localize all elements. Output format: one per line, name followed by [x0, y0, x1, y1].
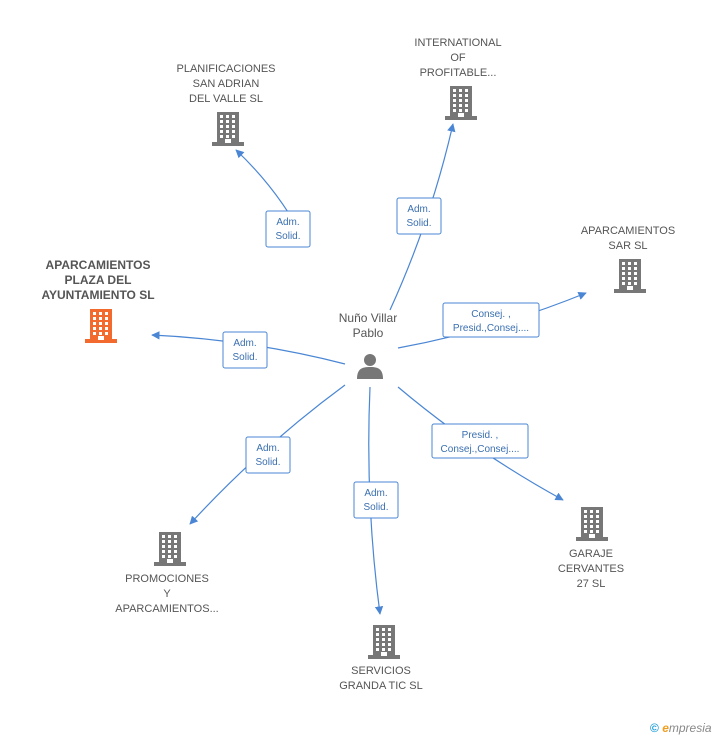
edge-label-planificaciones[interactable]: Adm. Solid.: [265, 210, 311, 248]
edge-label-international[interactable]: Adm. Solid.: [396, 197, 442, 235]
company-node-garaje-cervantes[interactable]: GARAJE CERVANTES 27 SL: [558, 507, 624, 590]
building-icon[interactable]: [368, 625, 400, 659]
company-label[interactable]: OF: [450, 52, 466, 64]
company-label[interactable]: SAR SL: [608, 240, 647, 252]
edge-label-box: [265, 210, 311, 248]
company-label[interactable]: APARCAMIENTOS...: [115, 603, 219, 615]
company-label[interactable]: AYUNTAMIENTO SL: [41, 288, 154, 302]
company-node-aparcamientos-sar[interactable]: APARCAMIENTOS SAR SL: [581, 225, 675, 293]
copyright-icon: ©: [650, 721, 659, 735]
edge-label-text: Presid.,Consej....: [453, 323, 529, 334]
person-icon: [357, 354, 383, 379]
edge-label-servicios-granda[interactable]: Adm. Solid.: [353, 481, 399, 519]
brand-name: mpresia: [668, 721, 712, 735]
footer-brand: © empresia: [650, 721, 712, 735]
company-label[interactable]: 27 SL: [577, 578, 606, 590]
company-node-international[interactable]: INTERNATIONAL OF PROFITABLE...: [414, 37, 502, 120]
building-icon[interactable]: [576, 507, 608, 541]
building-icon[interactable]: [445, 86, 477, 120]
building-icon[interactable]: [85, 309, 117, 343]
company-label[interactable]: SERVICIOS: [351, 665, 411, 677]
edge-label-aparcamientos-sar[interactable]: Consej. , Presid.,Consej....: [442, 302, 540, 338]
company-label[interactable]: APARCAMIENTOS: [46, 258, 151, 272]
edge-label-text: Consej. ,: [471, 309, 510, 320]
edge-label-text: Solid.: [275, 231, 300, 242]
company-label[interactable]: GRANDA TIC SL: [339, 680, 423, 692]
building-icon[interactable]: [614, 259, 646, 293]
company-label[interactable]: DEL VALLE SL: [189, 93, 263, 105]
edge-label-text: Solid.: [232, 352, 257, 363]
company-node-promociones[interactable]: PROMOCIONES Y APARCAMIENTOS...: [115, 532, 219, 615]
building-icon[interactable]: [212, 112, 244, 146]
company-label[interactable]: CERVANTES: [558, 563, 624, 575]
edge-label-text: Adm.: [256, 443, 279, 454]
edge-label-promociones[interactable]: Adm. Solid.: [245, 436, 291, 474]
brand-initial: e: [662, 721, 669, 735]
edge-label-box: [431, 423, 529, 459]
company-label[interactable]: APARCAMIENTOS: [581, 225, 675, 237]
edge-label-box: [222, 331, 268, 369]
person-name[interactable]: Pablo: [353, 326, 384, 340]
edge-label-box: [442, 302, 540, 338]
edge-label-box: [245, 436, 291, 474]
edge-label-text: Consej.,Consej....: [441, 444, 520, 455]
building-icon[interactable]: [154, 532, 186, 566]
edge-label-garaje-cervantes[interactable]: Presid. , Consej.,Consej....: [431, 423, 529, 459]
company-node-planificaciones[interactable]: PLANIFICACIONES SAN ADRIAN DEL VALLE SL: [176, 63, 276, 146]
edge-label-text: Presid. ,: [462, 430, 499, 441]
company-label[interactable]: Y: [163, 588, 171, 600]
edge-label-text: Adm.: [407, 204, 430, 215]
company-node-servicios-granda[interactable]: SERVICIOS GRANDA TIC SL: [339, 625, 423, 692]
edge-label-text: Adm.: [364, 488, 387, 499]
edge-label-text: Adm.: [276, 217, 299, 228]
edge-label-text: Adm.: [233, 338, 256, 349]
company-label[interactable]: SAN ADRIAN: [193, 78, 260, 90]
company-label[interactable]: PROMOCIONES: [125, 573, 209, 585]
company-label[interactable]: PROFITABLE...: [420, 67, 497, 79]
edge-label-text: Solid.: [255, 457, 280, 468]
edge-label-aparcamientos-plaza[interactable]: Adm. Solid.: [222, 331, 268, 369]
person-name[interactable]: Nuño Villar: [339, 311, 397, 325]
company-label[interactable]: INTERNATIONAL: [414, 37, 501, 49]
company-label[interactable]: GARAJE: [569, 548, 613, 560]
company-label[interactable]: PLAZA DEL: [65, 273, 132, 287]
edge-label-text: Solid.: [406, 218, 431, 229]
edge-label-box: [353, 481, 399, 519]
company-label[interactable]: PLANIFICACIONES: [176, 63, 275, 75]
edge-label-text: Solid.: [363, 502, 388, 513]
edge-label-box: [396, 197, 442, 235]
